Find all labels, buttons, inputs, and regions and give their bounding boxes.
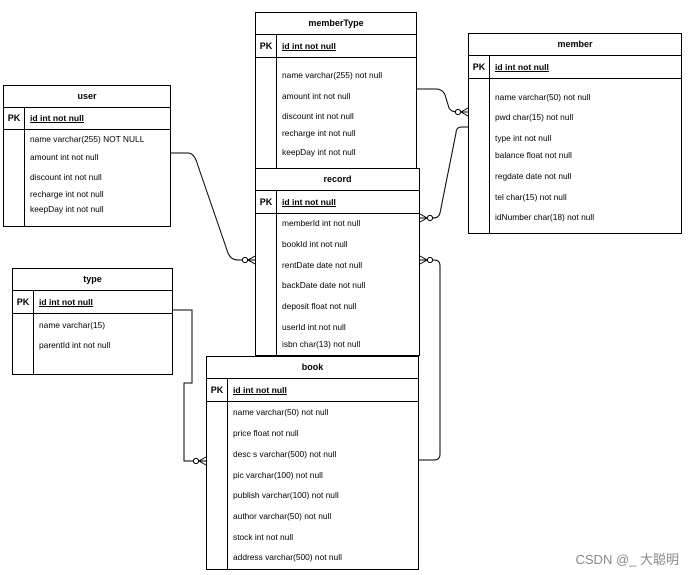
- column-divider: [276, 214, 277, 355]
- attribute-field: tel char(15) not null: [495, 192, 567, 202]
- attribute-list: memberId int not null bookId int not null…: [256, 214, 419, 355]
- crows-foot-icon: [459, 107, 469, 117]
- optional-circle-icon: [192, 457, 200, 465]
- column-divider: [227, 402, 228, 569]
- column-divider: [33, 291, 34, 313]
- attribute-field: userId int not null: [282, 322, 346, 332]
- column-divider: [33, 314, 34, 374]
- attribute-field: pwd char(15) not null: [495, 112, 574, 122]
- column-divider: [276, 191, 277, 213]
- primary-key-row: PK id int not null: [256, 35, 416, 58]
- attribute-field: author varchar(50) not null: [233, 511, 332, 521]
- relationship-line-membertype-member: [417, 88, 468, 113]
- optional-circle-icon: [454, 108, 462, 116]
- entity-title: user: [4, 86, 170, 108]
- attribute-list: name varchar(50) not null price float not…: [207, 402, 418, 569]
- primary-key-field: id int not null: [282, 41, 336, 51]
- primary-key-field: id int not null: [282, 197, 336, 207]
- attribute-field: name varchar(50) not null: [495, 92, 591, 102]
- column-divider: [489, 56, 490, 78]
- entity-title: book: [207, 357, 418, 379]
- column-divider: [489, 79, 490, 233]
- relationship-line-user-record: [171, 152, 255, 261]
- pk-label: PK: [259, 197, 273, 207]
- attribute-field: keepDay int not null: [30, 204, 104, 214]
- attribute-field: name varchar(255) NOT NULL: [30, 134, 145, 144]
- attribute-field: price float not null: [233, 428, 299, 438]
- primary-key-row: PK id int not null: [207, 379, 418, 402]
- column-divider: [24, 108, 25, 129]
- column-divider: [227, 379, 228, 401]
- primary-key-row: PK id int not null: [256, 191, 419, 214]
- watermark: CSDN @_ 大聪明: [575, 552, 680, 567]
- attribute-list: name varchar(15) parentId int not null: [13, 314, 172, 374]
- crows-foot-icon: [246, 255, 256, 265]
- attribute-field: backDate date not null: [282, 280, 366, 290]
- attribute-field: idNumber char(18) not null: [495, 212, 595, 222]
- relationship-line-type-book: [173, 309, 206, 462]
- entity-title: type: [13, 269, 172, 291]
- attribute-field: keepDay int not null: [282, 147, 356, 157]
- attribute-field: recharge int not null: [30, 189, 104, 199]
- attribute-list: name varchar(255) NOT NULL amount int not…: [4, 130, 170, 226]
- attribute-field: stock int not null: [233, 532, 294, 542]
- crows-foot-icon: [197, 456, 207, 466]
- attribute-field: address varchar(500) not null: [233, 552, 342, 562]
- primary-key-row: PK id int not null: [469, 56, 681, 79]
- relationship-line-book-record: [419, 259, 441, 461]
- primary-key-row: PK id int not null: [4, 108, 170, 130]
- attribute-field: name varchar(255) not null: [282, 70, 383, 80]
- pk-label: PK: [7, 113, 21, 123]
- primary-key-field: id int not null: [39, 297, 93, 307]
- pk-label: PK: [16, 297, 30, 307]
- relationship-line-member-record: [420, 126, 468, 219]
- attribute-field: recharge int not null: [282, 128, 356, 138]
- crows-foot-icon: [419, 213, 429, 223]
- primary-key-field: id int not null: [30, 113, 84, 123]
- entity-title: record: [256, 169, 419, 191]
- column-divider: [24, 130, 25, 226]
- attribute-field: discount int not null: [30, 172, 102, 182]
- attribute-field: pic varchar(100) not null: [233, 470, 323, 480]
- attribute-field: parentId int not null: [39, 340, 111, 350]
- attribute-list: name varchar(255) not null amount int not…: [256, 58, 416, 176]
- attribute-field: regdate date not null: [495, 171, 572, 181]
- attribute-list: name varchar(50) not null pwd char(15) no…: [469, 79, 681, 233]
- optional-circle-icon: [426, 256, 434, 264]
- pk-label: PK: [472, 62, 486, 72]
- attribute-field: memberId int not null: [282, 218, 361, 228]
- attribute-field: amount int not null: [30, 152, 99, 162]
- attribute-field: publish varchar(100) not null: [233, 490, 339, 500]
- primary-key-field: id int not null: [233, 385, 287, 395]
- primary-key-field: id int not null: [495, 62, 549, 72]
- primary-key-row: PK id int not null: [13, 291, 172, 314]
- column-divider: [276, 58, 277, 176]
- attribute-field: isbn char(13) not null: [282, 339, 361, 349]
- attribute-field: name varchar(50) not null: [233, 407, 329, 417]
- attribute-field: rentDate date not null: [282, 260, 363, 270]
- entity-title: memberType: [256, 13, 416, 35]
- pk-label: PK: [259, 41, 273, 51]
- attribute-field: amount int not null: [282, 91, 351, 101]
- column-divider: [276, 35, 277, 57]
- optional-circle-icon: [241, 256, 249, 264]
- attribute-field: desc s varchar(500) not null: [233, 449, 337, 459]
- attribute-field: balance float not null: [495, 150, 572, 160]
- attribute-field: name varchar(15): [39, 320, 106, 330]
- pk-label: PK: [210, 385, 224, 395]
- entity-title: member: [469, 34, 681, 56]
- crows-foot-icon: [419, 255, 429, 265]
- optional-circle-icon: [426, 214, 434, 222]
- attribute-field: type int not null: [495, 133, 552, 143]
- attribute-field: discount int not null: [282, 111, 354, 121]
- attribute-field: deposit float not null: [282, 301, 357, 311]
- attribute-field: bookId int not null: [282, 239, 348, 249]
